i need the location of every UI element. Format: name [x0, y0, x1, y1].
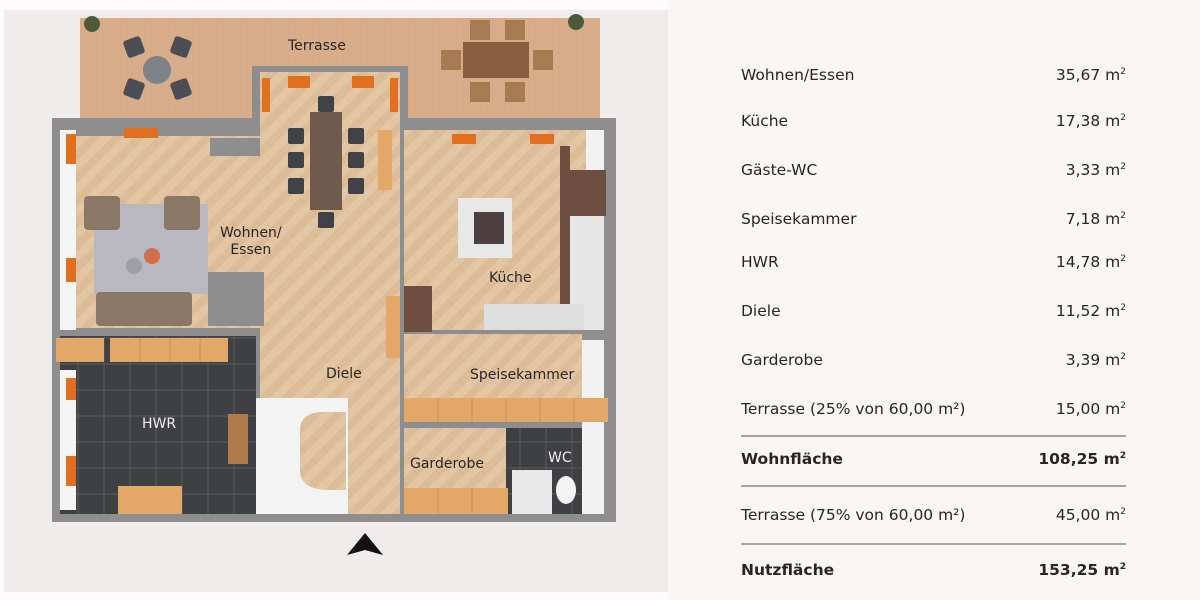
- area-value: 153,25 m2: [1038, 561, 1126, 579]
- room-label-garderobe: Garderobe: [410, 456, 484, 472]
- floorplan-drawing: [52, 14, 616, 555]
- room-label-wc: WC: [548, 450, 572, 466]
- area-value: 35,67 m2: [1055, 66, 1126, 84]
- area-value: 17,38 m2: [1055, 112, 1126, 130]
- area-name: HWR: [741, 253, 779, 271]
- area-value: 3,39 m2: [1065, 351, 1126, 369]
- area-value: 11,52 m2: [1055, 302, 1126, 320]
- divider: [741, 485, 1126, 487]
- room-label-wohnen-essen: Wohnen/ Essen: [220, 225, 282, 259]
- area-value: 15,00 m2: [1055, 400, 1126, 418]
- room-label-diele: Diele: [326, 366, 362, 382]
- room-label-terrasse: Terrasse: [288, 38, 346, 54]
- area-name: Terrasse (75% von 60,00 m²): [741, 506, 966, 524]
- plant-icon: [568, 14, 584, 30]
- area-name: Nutzfläche: [741, 561, 835, 579]
- area-row: Terrasse (25% von 60,00 m²) 15,00 m2: [741, 400, 1126, 418]
- area-value: 45,00 m2: [1055, 506, 1126, 524]
- area-name: Speisekammer: [741, 210, 857, 228]
- area-name: Wohnen/Essen: [741, 66, 855, 84]
- area-row: Diele 11,52 m2: [741, 302, 1126, 320]
- room-label-wohnen-line1: Wohnen/: [220, 225, 282, 241]
- area-row: Wohnen/Essen 35,67 m2: [741, 66, 1126, 84]
- area-row: Speisekammer 7,18 m2: [741, 210, 1126, 228]
- area-name: Garderobe: [741, 351, 823, 369]
- divider: [741, 543, 1126, 545]
- terrasse-75-row: Terrasse (75% von 60,00 m²) 45,00 m2: [741, 506, 1126, 524]
- wohnflaeche-row: Wohnfläche 108,25 m2: [741, 450, 1126, 468]
- area-name: Terrasse (25% von 60,00 m²): [741, 400, 966, 418]
- area-table: Wohnen/Essen 35,67 m2 Küche 17,38 m2 Gäs…: [668, 0, 1200, 600]
- area-value: 3,33 m2: [1065, 161, 1126, 179]
- plant-icon: [84, 16, 100, 32]
- area-row: Küche 17,38 m2: [741, 112, 1126, 130]
- area-name: Gäste-WC: [741, 161, 818, 179]
- area-row: Gäste-WC 3,33 m2: [741, 161, 1126, 179]
- room-label-wohnen-line2: Essen: [230, 241, 272, 258]
- area-name: Küche: [741, 112, 789, 130]
- area-row: HWR 14,78 m2: [741, 253, 1126, 271]
- area-name: Diele: [741, 302, 781, 320]
- floorplan-panel: Terrasse Wohnen/ Essen Küche Diele Speis…: [4, 10, 668, 592]
- room-label-hwr: HWR: [142, 416, 177, 432]
- nutzflaeche-row: Nutzfläche 153,25 m2: [741, 561, 1126, 579]
- divider: [741, 435, 1126, 437]
- room-label-kueche: Küche: [489, 270, 532, 286]
- area-row: Garderobe 3,39 m2: [741, 351, 1126, 369]
- entrance-arrow-icon: [347, 533, 383, 555]
- area-value: 14,78 m2: [1055, 253, 1126, 271]
- area-value: 108,25 m2: [1038, 450, 1126, 468]
- area-name: Wohnfläche: [741, 450, 843, 468]
- room-label-speisekammer: Speisekammer: [470, 367, 575, 383]
- area-value: 7,18 m2: [1065, 210, 1126, 228]
